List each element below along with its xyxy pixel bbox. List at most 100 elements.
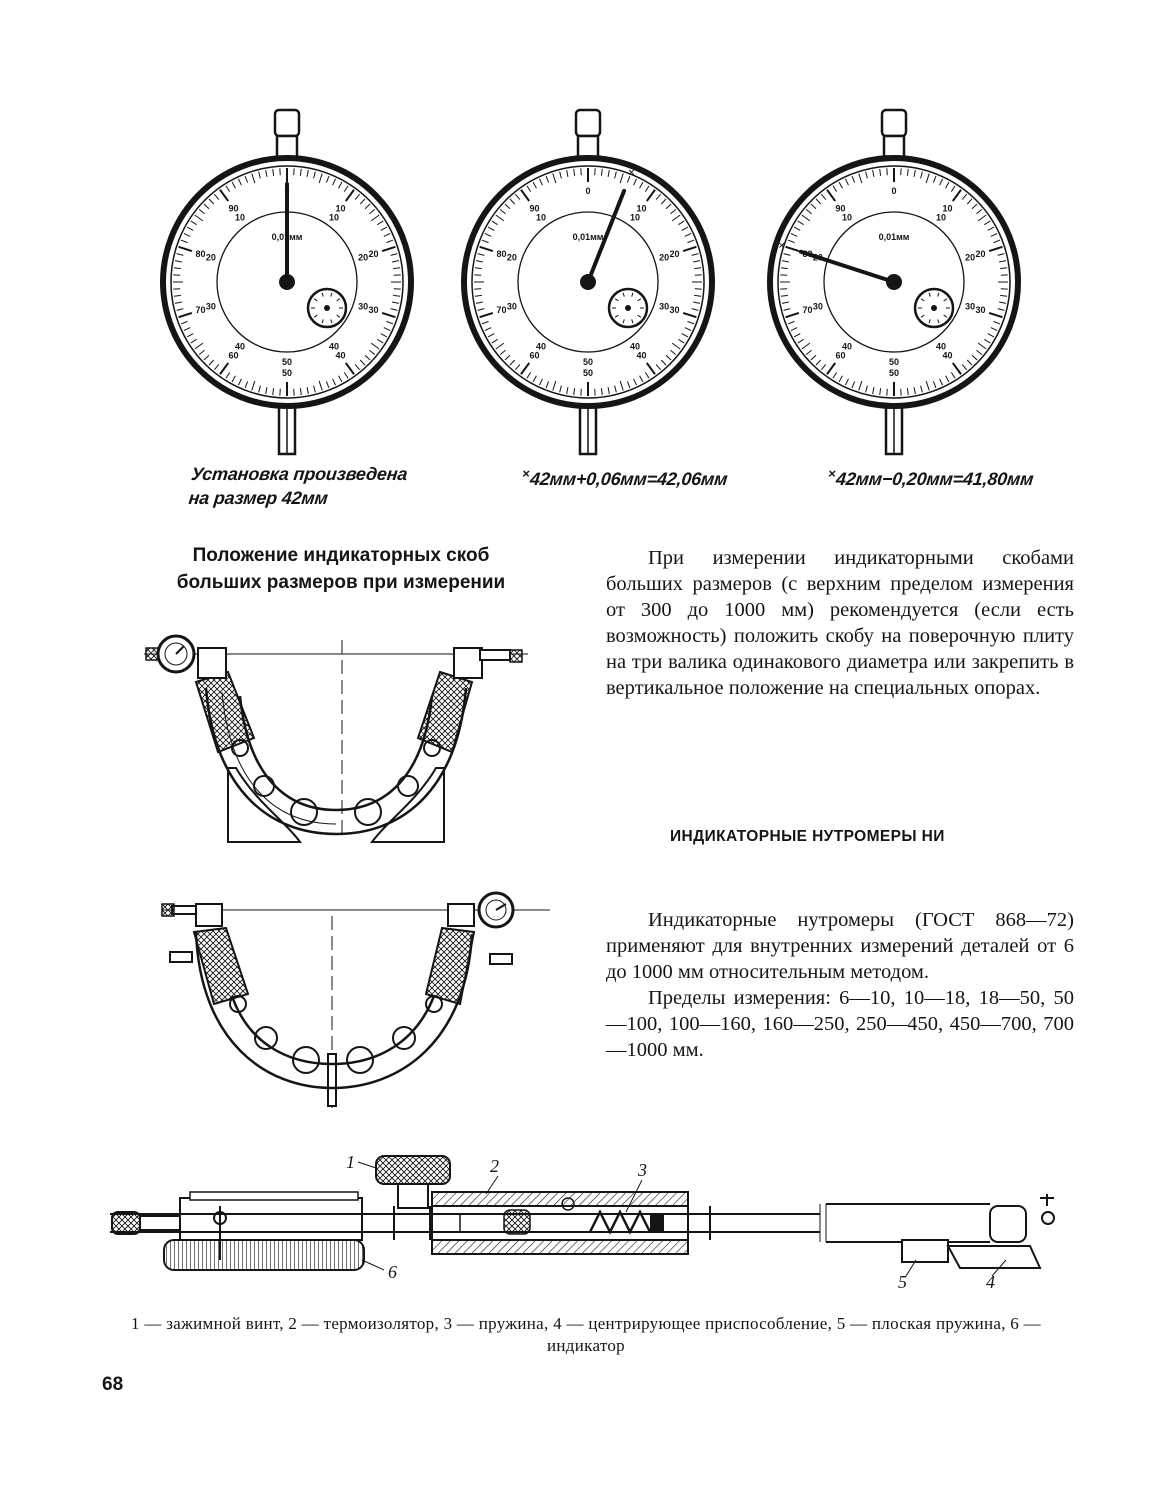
clamp-screw: [375, 1155, 451, 1209]
scale-number-inner: 20: [659, 252, 669, 262]
scale-number-outer: 90: [229, 203, 239, 213]
scale-tick: [797, 338, 804, 344]
scale-number-inner: 40: [329, 342, 339, 352]
scale-tick: [783, 308, 791, 311]
scale-tick: [219, 362, 230, 375]
inner-circle: [517, 211, 659, 353]
scale-tick: [633, 178, 637, 186]
dial-indicator-minus: 01020304050607080901020304050403020100,0…: [767, 108, 1021, 456]
scale-tick: [619, 380, 624, 391]
scale-tick: [906, 388, 909, 396]
revolution-hub: [324, 305, 330, 311]
scale-tick: [487, 333, 495, 338]
scale-tick: [325, 175, 330, 183]
scale-tick: [265, 387, 268, 395]
page-number: 68: [102, 1374, 124, 1395]
scale-tick: [925, 173, 930, 184]
scale-tick: [678, 338, 685, 344]
bezel-inner: [777, 165, 1011, 399]
scale-number-outer: 70: [195, 305, 205, 315]
adjusting-screw: [509, 649, 523, 663]
scale-tick: [913, 169, 916, 177]
scale-tick: [338, 375, 343, 383]
revolution-tick: [631, 292, 634, 297]
scale-number-outer: 10: [335, 203, 345, 213]
end-knob: [111, 1211, 141, 1235]
scale-tick: [977, 342, 987, 350]
dial-caption-plus: ×42мм+0,06мм=42,06мм: [520, 462, 729, 491]
scale-tick: [526, 185, 532, 192]
part-label-3: 3: [637, 1160, 647, 1180]
scale-tick: [318, 173, 323, 184]
dial-indicator-plus: 01020304050607080901020304050403020100,0…: [461, 108, 715, 456]
needle: [586, 188, 627, 284]
scale-tick: [393, 294, 401, 297]
bezel-inner: [471, 165, 705, 399]
scale-tick: [639, 375, 644, 383]
scale-tick: [872, 169, 875, 177]
inner-circle: [823, 211, 965, 353]
revolution-tick: [313, 314, 318, 318]
scale-tick: [477, 253, 485, 256]
scale-tick: [693, 260, 701, 263]
scale-tick: [865, 171, 868, 179]
scale-tick: [945, 181, 950, 189]
caliper-position-title-line2: больших размеров при измерении: [176, 572, 506, 593]
scale-tick: [851, 175, 856, 183]
scale-tick: [208, 198, 215, 205]
small-indicator: [477, 891, 515, 929]
scale-tick: [393, 267, 401, 270]
revolution-tick: [336, 298, 341, 302]
scale-tick: [787, 320, 795, 325]
scale-number-inner: 30: [659, 302, 669, 312]
revolution-tick: [943, 314, 948, 318]
scale-tick: [566, 387, 569, 395]
scale-number-inner: 50: [583, 357, 593, 367]
scale-number-outer: 90: [836, 203, 846, 213]
scale-number-outer: 30: [369, 305, 379, 315]
scale-tick: [183, 233, 191, 237]
heat-insulator-sleeve: [431, 1191, 711, 1255]
scale-tick: [539, 378, 543, 386]
scale-tick: [359, 198, 366, 205]
caliper-figure-on-supports: [144, 634, 528, 843]
scale-tick: [645, 362, 656, 375]
scale-tick: [781, 260, 789, 263]
scale-tick: [670, 349, 677, 356]
scale-tick: [370, 342, 380, 350]
scale-tick: [238, 178, 242, 186]
scale-tick: [644, 372, 650, 379]
scale-tick: [826, 189, 837, 202]
scale-number-inner: 10: [329, 212, 339, 222]
scale-tick: [671, 342, 681, 350]
scale-tick: [990, 233, 998, 237]
scale-tick: [514, 193, 521, 200]
support-blocks: [227, 767, 445, 843]
scale-tick: [793, 333, 801, 338]
scale-tick: [176, 253, 184, 256]
revolution-tick: [937, 292, 940, 297]
part-label-2: 2: [490, 1156, 499, 1176]
revolution-hub: [625, 305, 631, 311]
scale-tick: [682, 245, 697, 253]
scale-tick: [545, 175, 550, 183]
scale-tick: [383, 327, 391, 331]
scale-tick: [481, 320, 489, 325]
revolution-tick: [943, 298, 948, 302]
scale-tick: [783, 253, 791, 256]
scale-tick: [872, 387, 875, 395]
scale-number-inner: 10: [235, 212, 245, 222]
internal-rod: [459, 1197, 711, 1235]
scale-tick: [681, 333, 689, 338]
scale-tick: [186, 226, 194, 231]
paragraph-bore-gauges: Индикаторные нутромеры (ГОСТ 868—72) при…: [606, 909, 1074, 983]
scale-number-inner: 50: [889, 357, 899, 367]
scale-tick: [251, 380, 256, 391]
scale-tick: [865, 385, 868, 393]
needle: [798, 249, 896, 284]
scale-number-inner: 40: [936, 342, 946, 352]
dial-caption-minus-text: 42мм−0,20мм=41,80мм: [835, 469, 1035, 489]
dial-caption-plus-text: 42мм+0,06мм=42,06мм: [529, 469, 729, 489]
scale-tick: [655, 193, 662, 200]
scale-ticks: [474, 168, 702, 396]
